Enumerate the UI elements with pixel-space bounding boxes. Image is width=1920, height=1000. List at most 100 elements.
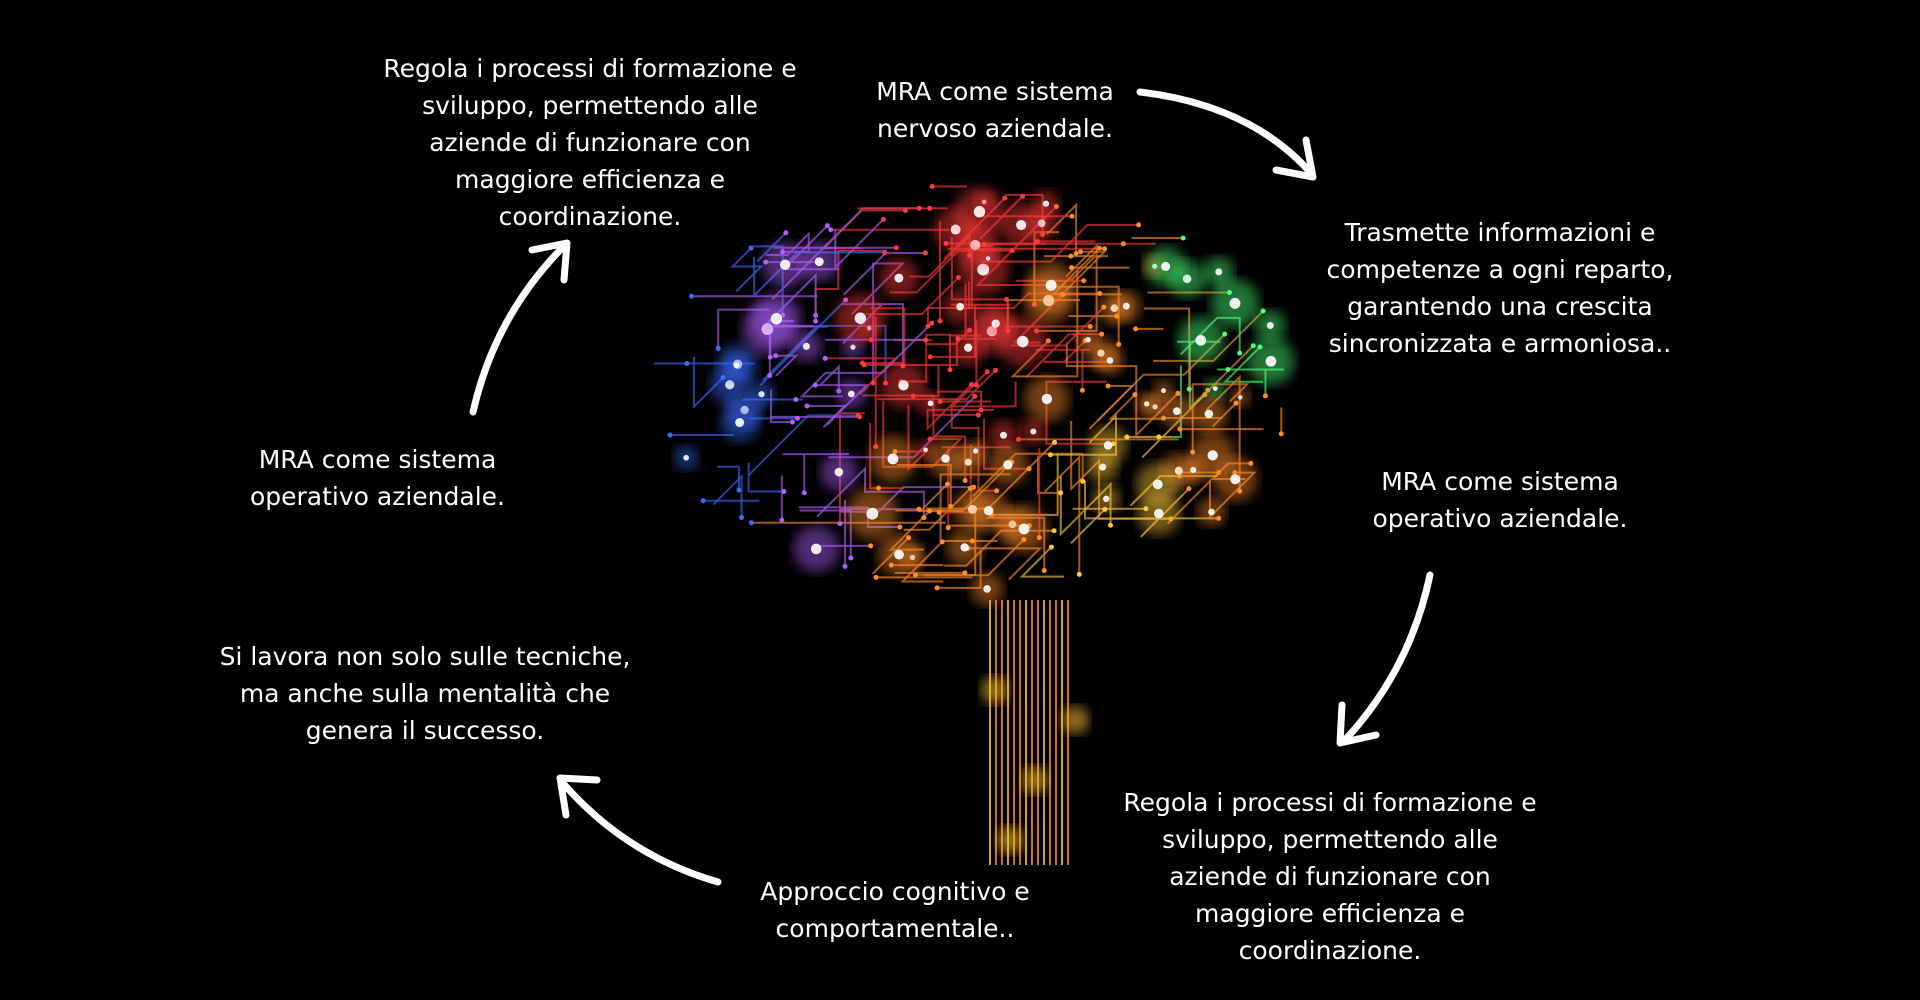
glow-node (1099, 463, 1107, 471)
circuit-trace (915, 506, 977, 576)
glow-node (1208, 508, 1215, 516)
circuit-node (1079, 387, 1085, 393)
glow-node (1003, 460, 1013, 470)
circuit-node (689, 293, 695, 299)
circuit-trace (730, 247, 764, 293)
circuit-node (1225, 366, 1231, 372)
circuit-node (947, 367, 953, 373)
glow-node (758, 391, 765, 398)
glow-node (898, 380, 909, 391)
circuit-node (813, 312, 819, 318)
circuit-node (944, 481, 950, 487)
circuit-node (1108, 522, 1114, 528)
glow-node (1195, 335, 1207, 346)
circuit-node (873, 574, 879, 580)
circuit-trace (1064, 250, 1108, 292)
circuit-node (1073, 250, 1079, 256)
circuit-node (779, 517, 785, 523)
circuit-node (736, 487, 742, 493)
caption-left-middle: MRA come sistema operativo aziendale. (249, 445, 505, 511)
glow-node (1102, 495, 1110, 503)
glow-node (1266, 322, 1274, 330)
circuit-node (1078, 249, 1084, 255)
stem-glow (996, 826, 1024, 854)
circuit-node (972, 393, 978, 399)
glow-node (802, 342, 810, 350)
caption-top-center: MRA come sistema nervoso aziendale. (876, 77, 1114, 143)
circuit-node (700, 498, 706, 504)
circuit-node (715, 345, 721, 351)
circuit-node (916, 205, 922, 211)
circuit-node (897, 524, 903, 530)
circuit-trace (1019, 546, 1065, 578)
circuit-trace (782, 453, 850, 493)
circuit-node (927, 508, 933, 514)
circuit-trace (799, 322, 933, 398)
circuit-node (962, 478, 968, 484)
glow-node (1238, 395, 1243, 400)
circuit-trace (762, 324, 887, 383)
circuit-node (882, 249, 888, 255)
glow-node (956, 302, 965, 311)
glow-node (1207, 450, 1218, 461)
circuit-node (767, 373, 773, 379)
circuit-node (842, 563, 848, 569)
circuit-node (1096, 245, 1102, 251)
circuit-node (1186, 486, 1192, 492)
glow-node (1085, 337, 1091, 343)
circuit-node (767, 354, 773, 360)
circuit-node (973, 382, 979, 388)
glow-node (941, 454, 950, 463)
circuit-node (1051, 528, 1057, 534)
glow-node (866, 507, 879, 520)
glow-node (960, 543, 969, 552)
circuit-node (1099, 331, 1105, 337)
circuit-node (971, 484, 977, 490)
glow-node (848, 390, 855, 398)
circuit-trace (981, 223, 1139, 263)
glow-node (1265, 355, 1277, 367)
glow-node (1229, 297, 1241, 309)
circuit-node (667, 432, 673, 438)
circuit-node (859, 360, 865, 366)
stem-glow (981, 676, 1009, 704)
circuit-trace (1070, 508, 1106, 545)
glow-node (733, 362, 740, 368)
circuit-node (801, 490, 807, 496)
caption-right-upper: Trasmette informazioni e competenze a og… (1326, 218, 1674, 358)
glow-node (1041, 393, 1053, 405)
circuit-node (1102, 246, 1108, 252)
circuit-node (925, 323, 931, 329)
circuit-trace (968, 547, 1043, 581)
glow-node (1017, 335, 1029, 348)
circuit-node (934, 585, 940, 591)
circuit-node (923, 337, 929, 343)
caption-left-lower: Si lavora non solo sulle tecniche, ma an… (219, 642, 631, 745)
circuit-node (828, 227, 834, 233)
circuit-node (1132, 392, 1138, 398)
circuit-node (1262, 393, 1268, 399)
circuit-trace (1065, 342, 1179, 438)
circuit-node (978, 407, 984, 413)
glow-node (1016, 219, 1027, 231)
circuit-node (1041, 568, 1047, 574)
glow-node (1204, 409, 1214, 419)
glow-node (983, 505, 994, 516)
circuit-trace (1108, 393, 1164, 420)
glow-node (683, 454, 689, 461)
circuit-node (1076, 571, 1082, 577)
circuit-node (824, 223, 830, 229)
glow-node (923, 447, 928, 453)
glow-node (973, 206, 986, 218)
arrow-left-up-icon (469, 239, 571, 416)
glow-node (814, 257, 824, 267)
circuit-node (1237, 350, 1243, 356)
circuit-node (773, 353, 779, 359)
circuit-node (939, 539, 945, 545)
circuit-node (793, 396, 799, 402)
circuit-node (880, 216, 886, 222)
circuit-node (1004, 296, 1010, 302)
glow-node (894, 273, 904, 283)
stem-glow (1021, 766, 1049, 794)
